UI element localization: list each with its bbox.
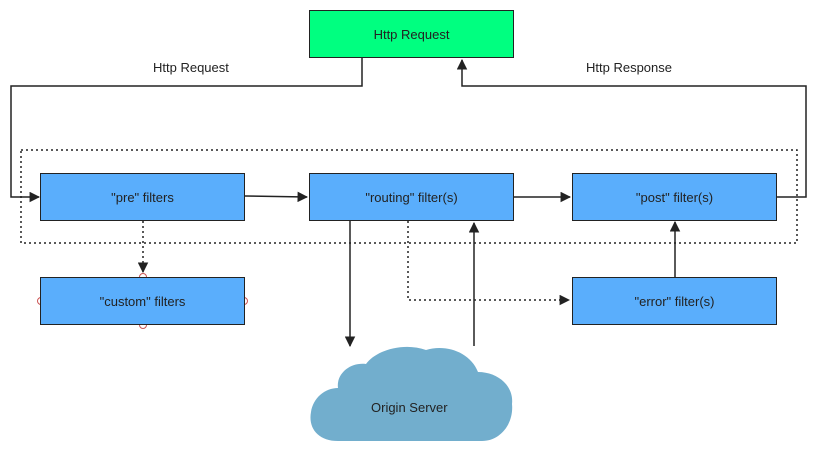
- edge-routing-to-error: [407, 221, 571, 306]
- error-filter-label: "error" filter(s): [634, 293, 715, 309]
- origin-server-label: Origin Server: [371, 400, 448, 415]
- routing-filter-node[interactable]: "routing" filter(s): [309, 173, 514, 221]
- routing-filter-label: "routing" filter(s): [365, 189, 458, 205]
- edge-label-http-response: Http Response: [586, 60, 672, 75]
- edge-post-to-response: [456, 58, 807, 198]
- post-filter-node[interactable]: "post" filter(s): [572, 173, 777, 221]
- pre-filters-label: "pre" filters: [111, 189, 174, 205]
- http-request-node-label: Http Request: [373, 26, 450, 42]
- http-request-node[interactable]: Http Request: [309, 10, 514, 58]
- edge-label-http-request: Http Request: [153, 60, 229, 75]
- pre-filters-node[interactable]: "pre" filters: [40, 173, 245, 221]
- post-filter-label: "post" filter(s): [635, 189, 714, 205]
- error-filter-node[interactable]: "error" filter(s): [572, 277, 777, 325]
- edge-pre-to-routing: [244, 191, 309, 203]
- custom-filters-node[interactable]: "custom" filters: [40, 277, 245, 325]
- custom-filters-label: "custom" filters: [99, 293, 186, 309]
- edge-request-to-pre: [10, 58, 363, 203]
- origin-server-cloud: [310, 346, 513, 441]
